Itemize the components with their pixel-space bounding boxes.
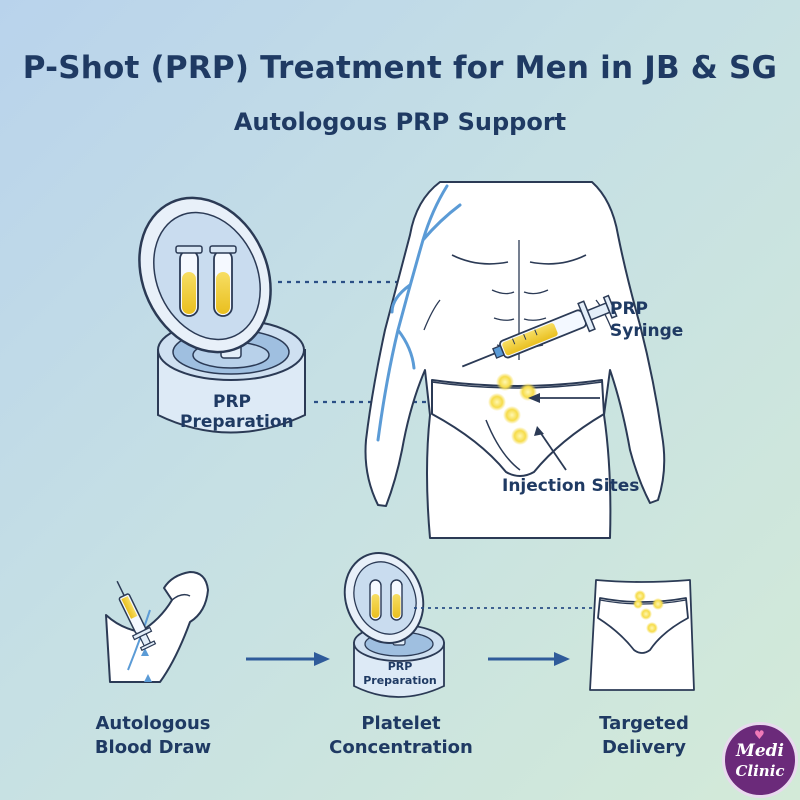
step-label-line1: Platelet: [361, 713, 441, 734]
pelvis-delivery-illustration: [589, 579, 695, 691]
syringe-label-line2: Syringe: [610, 321, 684, 341]
syringe-label-line1: PRP: [610, 299, 649, 319]
heart-icon: ♥: [754, 728, 765, 742]
centrifuge-large: [138, 196, 306, 434]
vein-illustration: [376, 184, 462, 442]
centrifuge-label-line1: PRP: [212, 392, 251, 412]
step-label-blood-draw: Autologous Blood Draw: [88, 712, 218, 760]
process-arrow-1: [246, 652, 330, 666]
logo-line1: Medi: [736, 741, 784, 761]
small-centrifuge-label: PRP Preparation: [362, 660, 438, 688]
step-label-targeted-delivery: Targeted Delivery: [584, 712, 704, 760]
centrifuge-label: PRP Preparation: [180, 392, 294, 432]
small-centrifuge-label-line2: Preparation: [363, 674, 437, 687]
logo-line2: Clinic: [735, 762, 785, 780]
syringe-label: PRP Syringe: [610, 298, 700, 342]
page-subtitle: Autologous PRP Support: [233, 108, 567, 136]
syringe-icon: [461, 294, 618, 368]
step-label-line2: Concentration: [329, 737, 473, 758]
medi-clinic-logo: ♥ Medi Clinic: [722, 722, 798, 798]
pointer-arrow-sites: [528, 393, 600, 403]
process-arrow-2: [488, 652, 570, 666]
page-title: P-Shot (PRP) Treatment for Men in JB & S…: [22, 50, 778, 86]
test-tube-icon: [209, 245, 237, 317]
step-label-line1: Targeted: [599, 713, 689, 734]
step-label-line2: Delivery: [601, 737, 687, 758]
step-label-platelet-concentration: Platelet Concentration: [326, 712, 476, 760]
test-tube-icon: [175, 245, 203, 317]
pointer-arrow-injection: [534, 426, 567, 471]
injection-site-markers: [633, 590, 664, 634]
centrifuge-small: [343, 552, 445, 698]
injection-sites-label: Injection Sites: [502, 476, 640, 496]
syringe-icon: [116, 580, 157, 652]
dotted-arrow-small: [414, 603, 622, 613]
centrifuge-label-line2: Preparation: [180, 412, 294, 432]
step-label-line2: Blood Draw: [94, 737, 212, 758]
step-label-line1: Autologous: [95, 713, 211, 734]
small-centrifuge-label-line1: PRP: [387, 660, 413, 673]
